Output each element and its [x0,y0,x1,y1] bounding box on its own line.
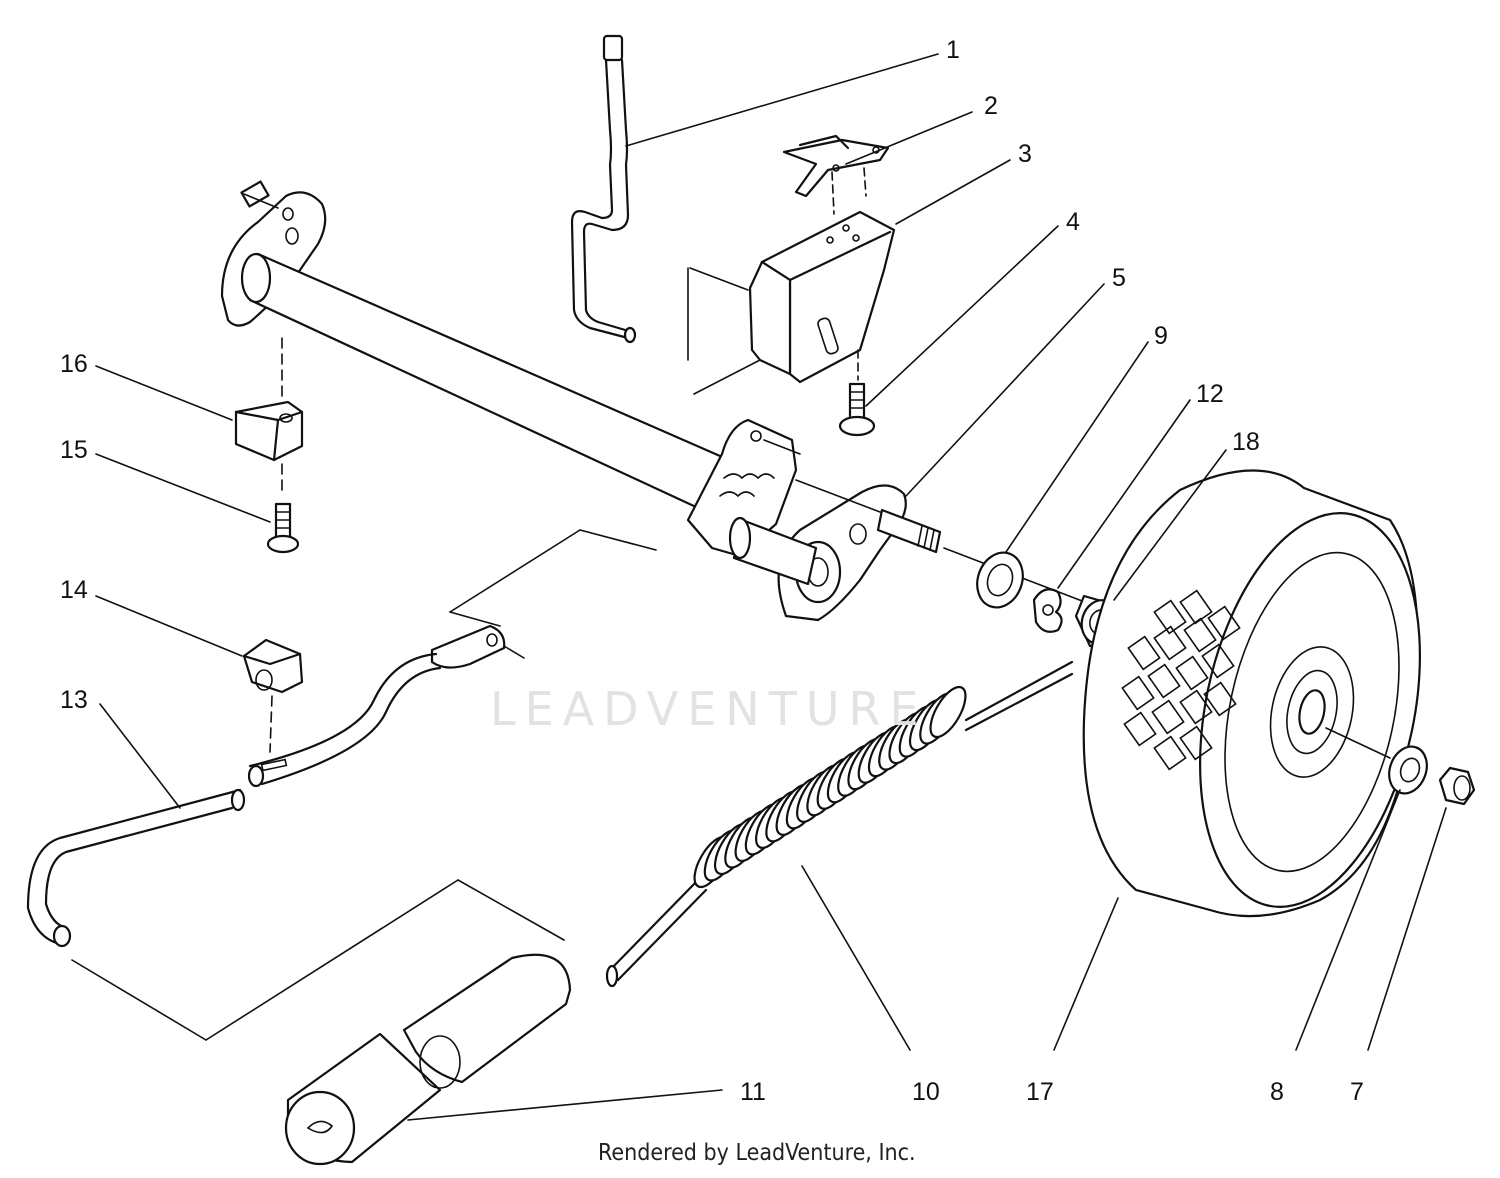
part-13-rod [26,788,565,1041]
render-credit: Rendered by LeadVenture, Inc. [598,1140,916,1166]
part-17-wheel [1082,469,1421,918]
part-7-nut [1438,766,1476,806]
callout-9: 9 [1154,322,1168,350]
callout-11: 11 [740,1078,766,1106]
leader-line-11 [407,1089,723,1121]
leader-line-10 [801,865,911,1051]
leader-line-9 [1005,341,1149,553]
leader-line-1 [625,53,939,147]
callout-17: 17 [1026,1078,1054,1106]
callout-1: 1 [946,36,960,64]
watermark-text: LEADVENTURE [490,682,928,736]
spring-coils [693,685,967,889]
callout-2: 2 [984,92,998,120]
leader-line-16 [95,365,233,421]
part-4-screw [838,382,876,437]
part-9-washer [976,551,1024,609]
part-10-spring [605,660,1074,988]
part-12-clip [1032,588,1063,633]
part-16-block [234,337,304,495]
leader-line-8 [1295,789,1401,1051]
callout-3: 3 [1018,140,1032,168]
part-14-clip [242,638,304,753]
callout-8: 8 [1270,1078,1284,1106]
part-1-lever [570,34,637,344]
callout-12: 12 [1196,380,1224,408]
axle-assembly [220,180,1091,622]
leader-line-18 [1113,449,1227,601]
leader-line-7 [1367,807,1447,1051]
leader-line-2 [845,111,973,165]
callout-7: 7 [1350,1078,1364,1106]
leader-line-5 [905,283,1105,497]
callout-10: 10 [912,1078,940,1106]
callout-18: 18 [1232,428,1260,456]
callout-5: 5 [1112,264,1126,292]
leader-line-17 [1053,897,1119,1051]
callout-13: 13 [60,686,88,714]
leader-line-3 [895,159,1011,225]
link-rod [247,529,657,788]
leader-line-12 [1057,399,1191,589]
callout-15: 15 [60,436,88,464]
part-3-bracket [687,210,896,395]
tire-tread [1121,589,1241,771]
callout-4: 4 [1066,208,1080,236]
leader-line-13 [99,703,181,809]
callout-16: 16 [60,350,88,378]
callout-14: 14 [60,576,88,604]
part-11-tube [284,953,572,1166]
part-2-clip [782,134,890,215]
leader-line-4 [865,225,1059,407]
leader-line-15 [95,453,271,523]
part-15-screw [266,502,300,554]
leader-line-14 [95,595,243,657]
